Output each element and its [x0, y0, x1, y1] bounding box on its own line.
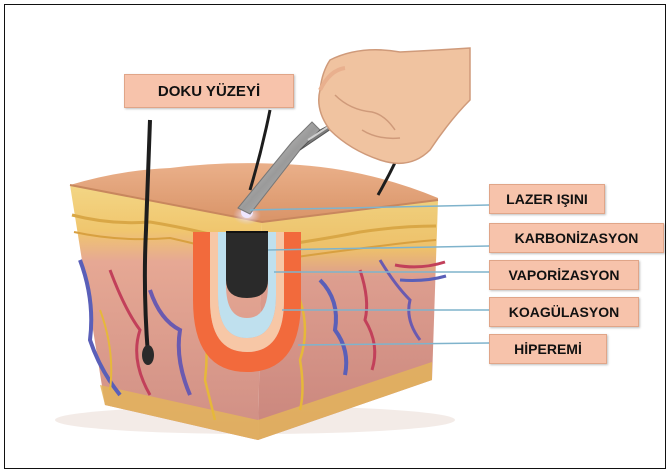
laser-beam-label: LAZER IŞINI [489, 184, 605, 214]
hand [319, 48, 470, 163]
hair-bulb [142, 345, 154, 365]
hyperemia-label: HİPEREMİ [489, 334, 607, 364]
tissue-surface-label: DOKU YÜZEYİ [124, 74, 294, 108]
carbonization-label: KARBONİZASYON [489, 223, 664, 253]
vaporization-label: VAPORİZASYON [489, 260, 639, 290]
carbonization-zone [226, 232, 268, 298]
coagulation-label: KOAGÜLASYON [489, 297, 639, 327]
